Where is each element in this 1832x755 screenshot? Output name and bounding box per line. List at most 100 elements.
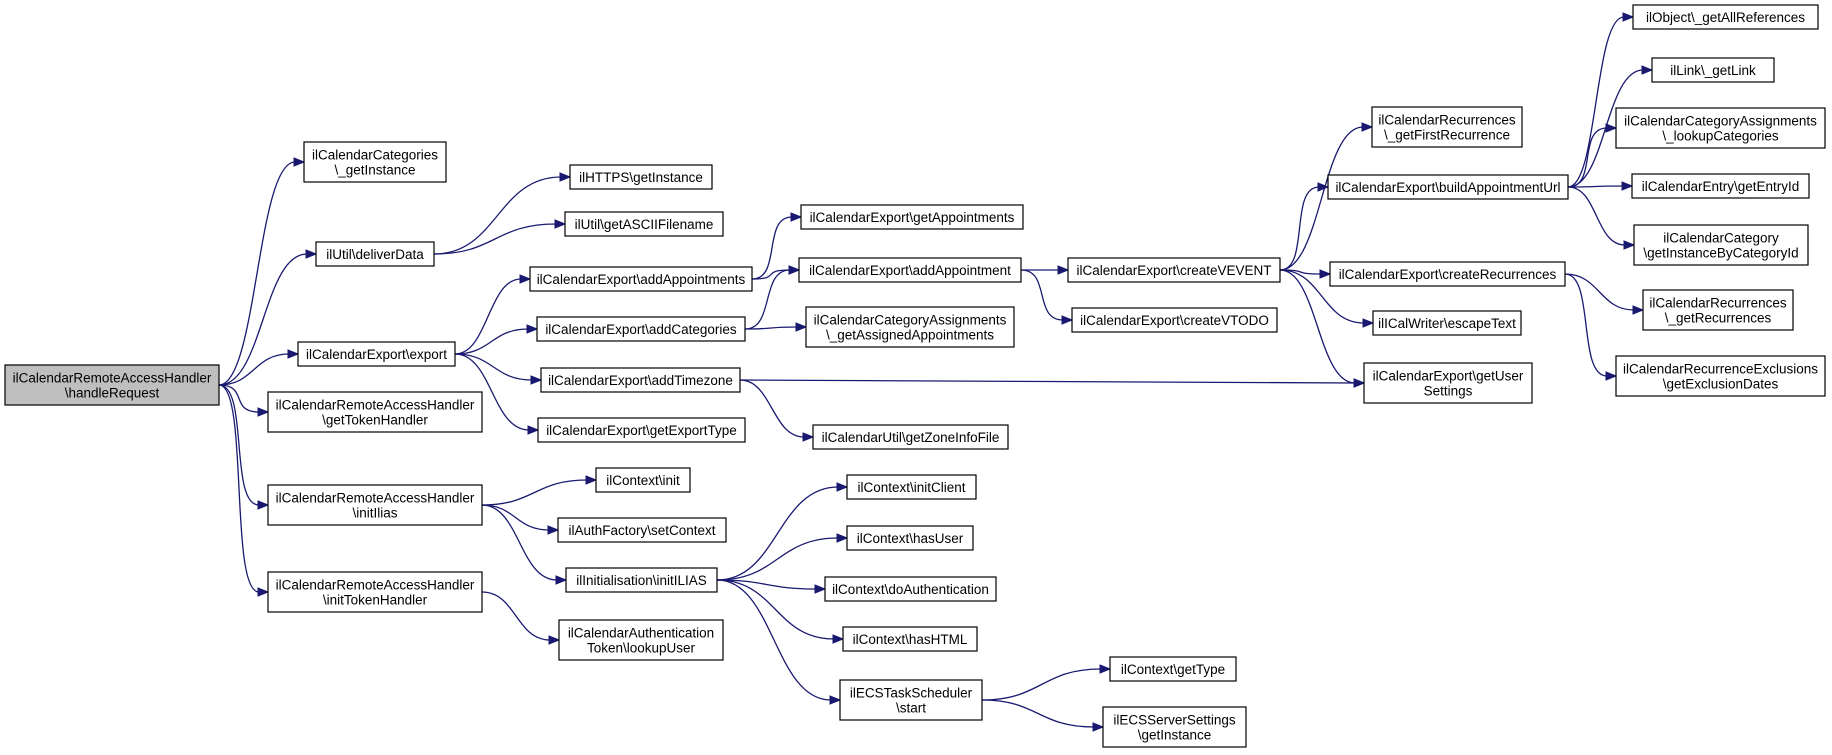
node-label: Token\lookupUser: [587, 641, 696, 656]
node-buildurl[interactable]: ilCalendarExport\buildAppointmentUrl: [1327, 174, 1569, 200]
node-allrefs[interactable]: ilObject\_getAllReferences: [1632, 4, 1819, 30]
node-label: \handleRequest: [65, 386, 160, 401]
arrowhead-icon: [1099, 664, 1112, 674]
arrowhead-icon: [1622, 12, 1635, 22]
arrowhead-icon: [526, 324, 539, 334]
node-label: \getTokenHandler: [322, 413, 428, 428]
node-label: ilCalendarExport\getExportType: [546, 423, 737, 438]
node-bycatid[interactable]: ilCalendarCategory\getInstanceByCategory…: [1633, 224, 1809, 266]
node-getrecs[interactable]: ilCalendarRecurrences\_getRecurrences: [1642, 289, 1794, 331]
edge-addappts-to-addappt: [751, 269, 791, 280]
node-addappt[interactable]: ilCalendarExport\addAppointment: [798, 257, 1022, 283]
node-label: ilECSTaskScheduler: [850, 686, 973, 701]
node-https[interactable]: ilHTTPS\getInstance: [569, 164, 713, 190]
node-box: [267, 484, 483, 526]
node-authfactory[interactable]: ilAuthFactory\setContext: [557, 517, 727, 543]
node-box: [267, 391, 483, 433]
node-lookupcats[interactable]: ilCalendarCategoryAssignments\_lookupCat…: [1615, 107, 1826, 149]
node-label: ilContext\hasHTML: [853, 632, 968, 647]
node-gettype[interactable]: ilContext\getType: [1109, 656, 1237, 682]
node-label: ilContext\init: [606, 473, 680, 488]
node-box: [1329, 261, 1566, 287]
arrowhead-icon: [1621, 181, 1634, 191]
node-zoneinfo[interactable]: ilCalendarUtil\getZoneInfoFile: [812, 424, 1009, 450]
node-addtz[interactable]: ilCalendarExport\addTimezone: [540, 367, 741, 393]
node-initILIAS[interactable]: ilInitialisation\initILIAS: [565, 567, 718, 593]
node-label: \start: [896, 701, 926, 716]
node-vevent[interactable]: ilCalendarExport\createVEVENT: [1067, 257, 1281, 283]
node-label: ilICalWriter\escapeText: [1378, 316, 1516, 331]
edge-addappt-to-vtodo: [1020, 269, 1064, 321]
node-exporttype[interactable]: ilCalendarExport\getExportType: [537, 417, 746, 443]
node-ctxinit[interactable]: ilContext\init: [595, 467, 691, 493]
edge-initILIAS-to-hasuser: [716, 537, 839, 581]
node-ascii[interactable]: ilUtil\getASCIIFilename: [564, 211, 724, 237]
node-createrec[interactable]: ilCalendarExport\createRecurrences: [1329, 261, 1566, 287]
node-label: ilInitialisation\initILIAS: [576, 573, 707, 588]
node-box: [1642, 289, 1794, 331]
edge-export-to-addappts: [454, 278, 522, 355]
node-box: [303, 141, 447, 183]
node-vtodo[interactable]: ilCalendarExport\createVTODO: [1071, 307, 1278, 333]
node-box: [812, 424, 1009, 450]
node-addappts[interactable]: ilCalendarExport\addAppointments: [529, 266, 753, 292]
node-box: [1633, 224, 1809, 266]
edge-root-to-export: [218, 353, 290, 386]
node-gettoken[interactable]: ilCalendarRemoteAccessHandler\getTokenHa…: [267, 391, 483, 433]
node-initilias_h[interactable]: ilCalendarRemoteAccessHandler\initIlias: [267, 484, 483, 526]
node-export[interactable]: ilCalendarExport\export: [297, 341, 456, 367]
arrowhead-icon: [547, 525, 560, 535]
node-exclusions[interactable]: ilCalendarRecurrenceExclusions\getExclus…: [1615, 355, 1826, 397]
node-box: [558, 619, 724, 661]
node-getappts[interactable]: ilCalendarExport\getAppointments: [800, 204, 1024, 230]
edge-addappts-to-getappts: [751, 216, 793, 280]
node-doauth[interactable]: ilContext\doAuthentication: [824, 576, 997, 602]
node-ecsstart[interactable]: ilECSTaskScheduler\start: [839, 679, 983, 721]
node-box: [4, 364, 220, 406]
node-label: ilCalendarExport\addAppointments: [537, 272, 746, 287]
node-initclient[interactable]: ilContext\initClient: [846, 474, 977, 500]
arrowhead-icon: [795, 322, 808, 332]
node-hasuser[interactable]: ilContext\hasUser: [846, 525, 974, 551]
edge-ecsstart-to-ecsserver: [981, 699, 1095, 728]
edge-initILIAS-to-ecsstart: [716, 579, 832, 701]
node-entryid[interactable]: ilCalendarEntry\getEntryId: [1631, 173, 1810, 199]
arrowhead-icon: [1353, 378, 1366, 388]
node-label: ilCalendarExport\createVEVENT: [1076, 263, 1271, 278]
node-label: ilCalendarCategory: [1663, 231, 1779, 246]
node-inittoken[interactable]: ilCalendarRemoteAccessHandler\initTokenH…: [267, 571, 483, 613]
node-firstrec[interactable]: ilCalendarRecurrences\_getFirstRecurrenc…: [1371, 106, 1523, 148]
arrowhead-icon: [836, 482, 849, 492]
node-assigned[interactable]: ilCalendarCategoryAssignments\_getAssign…: [805, 306, 1015, 348]
node-deliver[interactable]: ilUtil\deliverData: [315, 241, 435, 267]
arrowhead-icon: [1605, 123, 1618, 133]
node-box: [846, 525, 974, 551]
edge-initILIAS-to-initclient: [716, 486, 839, 581]
node-ecsserver[interactable]: ilECSServerSettings\getInstance: [1102, 706, 1247, 748]
edge-export-to-addtz: [454, 353, 533, 381]
node-label: \_getAssignedAppointments: [826, 328, 994, 343]
node-escape[interactable]: ilICalWriter\escapeText: [1372, 310, 1522, 336]
node-label: ilCalendarExport\getUser: [1373, 369, 1524, 384]
node-getlink[interactable]: ilLink\_getLink: [1651, 57, 1775, 83]
node-root[interactable]: ilCalendarRemoteAccessHandler\handleRequ…: [4, 364, 220, 406]
node-addcats[interactable]: ilCalendarExport\addCategories: [536, 316, 746, 342]
arrowhead-icon: [293, 157, 306, 167]
node-box: [557, 517, 727, 543]
node-label: \_getInstance: [334, 163, 415, 178]
arrowhead-icon: [1623, 240, 1636, 250]
node-cat_inst[interactable]: ilCalendarCategories\_getInstance: [303, 141, 447, 183]
arrowhead-icon: [257, 500, 270, 510]
node-hashtml[interactable]: ilContext\hasHTML: [842, 626, 978, 652]
node-label: ilCalendarRemoteAccessHandler: [13, 371, 212, 386]
arrowhead-icon: [555, 575, 568, 585]
edge-root-to-initilias_h: [218, 384, 260, 506]
node-label: ilCalendarCategories: [312, 148, 438, 163]
arrowhead-icon: [585, 475, 598, 485]
node-box: [1102, 706, 1247, 748]
arrowhead-icon: [554, 219, 567, 229]
edge-ecsstart-to-gettype: [981, 668, 1102, 701]
arrowhead-icon: [305, 249, 318, 259]
